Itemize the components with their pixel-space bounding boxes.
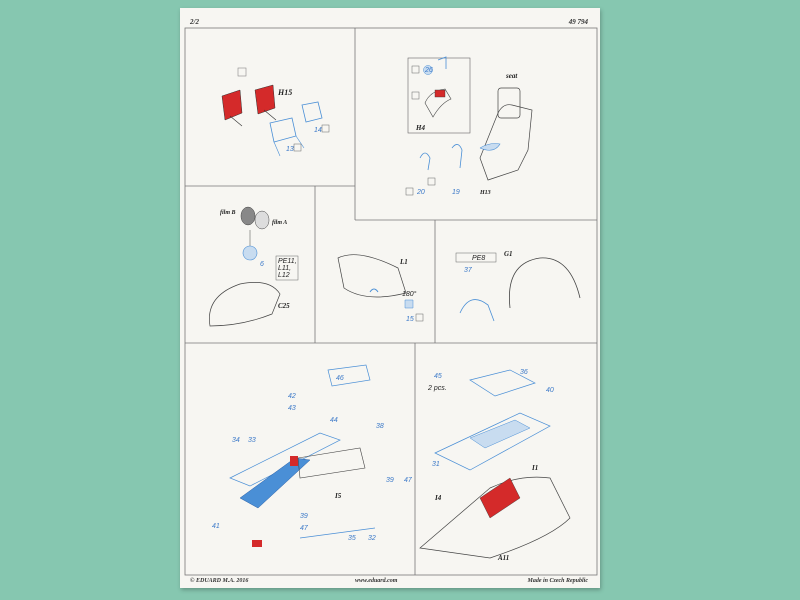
panel-l1: L1 180° 15 xyxy=(337,254,424,323)
part-26: 26 xyxy=(424,67,433,74)
part-47a: 47 xyxy=(404,477,413,484)
label-i4: I4 xyxy=(434,494,442,502)
panel-i5: 46 42 43 44 38 34 33 I5 39 47 41 39 47 3… xyxy=(212,364,413,547)
panel-h15: H15 14 13 xyxy=(221,67,330,157)
blue-frame-b xyxy=(269,117,297,143)
part-38: 38 xyxy=(376,423,384,430)
red-legend-swatch xyxy=(252,540,262,547)
label-l1: L1 xyxy=(399,258,408,266)
part-40: 40 xyxy=(546,387,554,394)
label-a11: A11 xyxy=(497,554,509,562)
part-34: 34 xyxy=(232,437,240,444)
part-39a: 39 xyxy=(386,477,394,484)
panel-g1: PE8 37 G1 xyxy=(455,250,581,322)
label-h15: H15 xyxy=(277,88,292,97)
part-31: 31 xyxy=(432,461,440,468)
pe-box xyxy=(237,67,247,77)
part-45: 45 xyxy=(434,373,442,380)
label-film-a: film A xyxy=(272,220,287,226)
product-code: 49 794 xyxy=(568,18,588,26)
label-180: 180° xyxy=(402,290,417,298)
g1-arch xyxy=(508,257,581,309)
instruction-sheet: 2/2 49 794 H15 14 13 xyxy=(180,8,600,588)
part-14: 14 xyxy=(314,127,322,134)
part-47b: 47 xyxy=(300,525,309,532)
page-number: 2/2 xyxy=(190,18,199,26)
red-harness xyxy=(434,89,446,98)
part-39b: 39 xyxy=(300,513,308,520)
blue-arch xyxy=(459,299,495,322)
part-41: 41 xyxy=(212,523,220,530)
panel-i1: 45 2 pcs. 36 40 31 I1 I4 A11 xyxy=(419,369,571,562)
film-a xyxy=(254,210,270,230)
part-36: 36 xyxy=(520,369,528,376)
part-37: 37 xyxy=(464,267,473,274)
part-35: 35 xyxy=(348,535,356,542)
footer-copyright: © EDUARD M.A. 2016 xyxy=(190,578,249,584)
part-6: 6 xyxy=(260,261,264,268)
part-42: 42 xyxy=(288,393,296,400)
label-c25: C25 xyxy=(278,302,290,310)
part-46: 46 xyxy=(336,375,344,382)
label-l12: L12 xyxy=(278,272,290,279)
label-pe11: PE11, xyxy=(278,258,297,265)
label-i1: I1 xyxy=(531,464,538,472)
c25-part xyxy=(209,282,281,327)
red-part-a xyxy=(221,89,243,121)
panel-seat: 26 H4 seat 20 19 H13 xyxy=(405,56,533,196)
blue-frame-a xyxy=(301,101,323,123)
l1-canopy xyxy=(337,254,407,298)
panel-c25: film B film A 6 PE11, L11, L12 C25 xyxy=(209,206,299,327)
label-l11: L11, xyxy=(278,265,291,272)
red-part-b xyxy=(254,84,276,115)
part-44: 44 xyxy=(330,417,338,424)
part-15: 15 xyxy=(406,316,414,323)
instruction-diagram: H15 14 13 26 H4 seat 20 19 xyxy=(184,27,598,576)
gauge-part xyxy=(242,245,258,261)
detail-box xyxy=(407,57,471,134)
part-13: 13 xyxy=(286,146,294,153)
part-43: 43 xyxy=(288,405,296,412)
part-32: 32 xyxy=(368,535,376,542)
label-h13: H13 xyxy=(479,190,491,196)
part-20: 20 xyxy=(416,189,425,196)
ejection-seat xyxy=(479,104,533,181)
part-33: 33 xyxy=(248,437,256,444)
label-seat: seat xyxy=(505,72,518,80)
red-detail xyxy=(290,456,298,466)
label-2pcs: 2 pcs. xyxy=(427,385,447,392)
label-film-b: film B xyxy=(220,210,236,216)
panel-borders xyxy=(184,27,598,576)
label-i5: I5 xyxy=(334,492,342,500)
label-pe8: PE8 xyxy=(472,255,485,262)
blue-panel xyxy=(239,457,311,509)
film-b xyxy=(240,206,256,226)
label-g1: G1 xyxy=(504,250,513,258)
footer-website: www.eduard.com xyxy=(355,578,398,584)
part-19: 19 xyxy=(452,189,460,196)
label-h4: H4 xyxy=(415,124,425,132)
footer-origin: Made in Czech Republic xyxy=(527,578,588,584)
red-cockpit-part xyxy=(479,477,521,519)
